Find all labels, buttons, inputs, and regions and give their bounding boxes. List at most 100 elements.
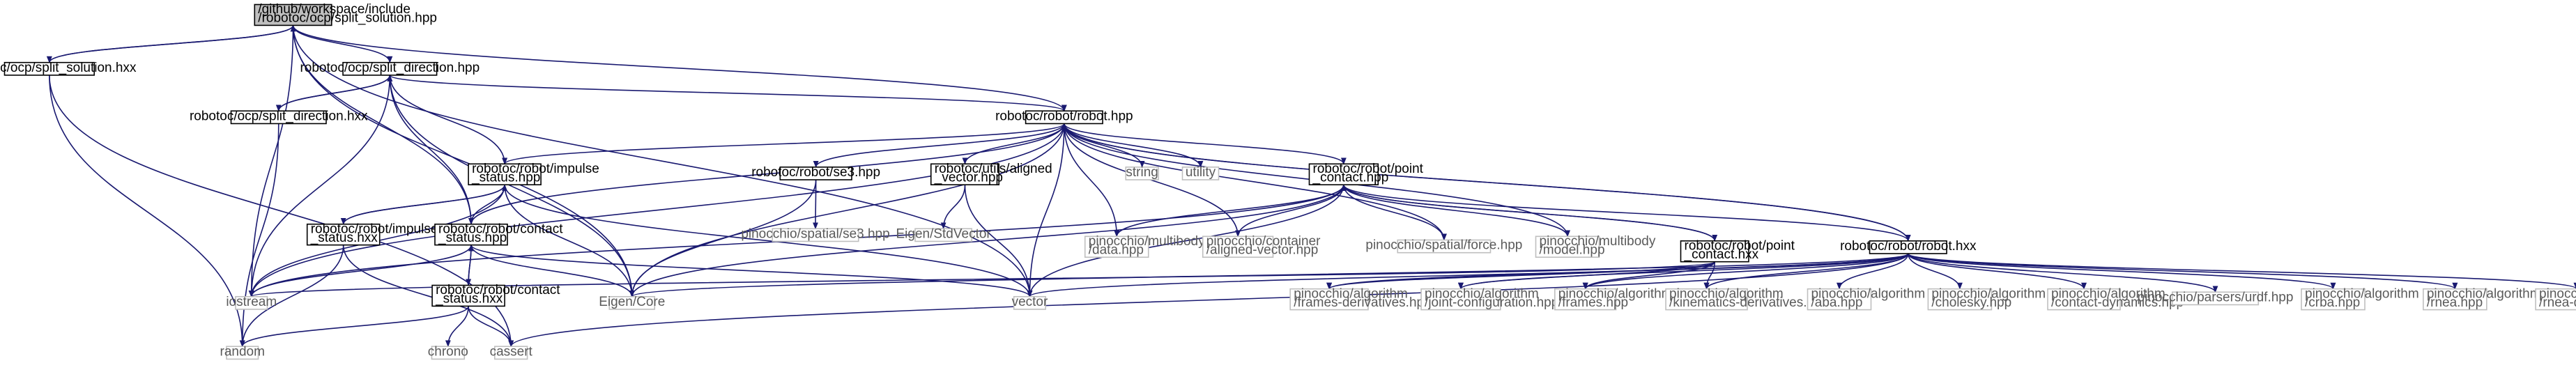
node-label-line: string: [1126, 165, 1158, 180]
edge-impulse-status-hxx-to-cassert: [342, 245, 514, 348]
node-rnea-derivatives: pinocchio/algorithm/rnea-derivatives.hpp: [2535, 286, 2576, 311]
edge-robot-hpp-to-contact-status-hpp: [468, 123, 1065, 225]
node-label-line: _vector.hpp: [934, 171, 1003, 185]
node-random: random: [220, 344, 265, 360]
node-impulse-status-hxx[interactable]: robotoc/robot/impulse_status.hxx: [306, 222, 438, 246]
node-label-line: _contact.hxx: [1684, 247, 1759, 262]
node-aligned-vector-hpp[interactable]: robotoc/utils/aligned_vector.hpp: [930, 162, 1052, 186]
node-box: [930, 163, 1000, 186]
node-contact-status-hpp[interactable]: robotoc/robot/contact_status.hpp: [434, 222, 563, 246]
node-box: [235, 295, 268, 310]
edge-robot-hxx-to-cassert: [508, 253, 1909, 348]
node-label-line: robotoc/robot/robot.hpp: [995, 109, 1133, 123]
node-string: string: [1125, 165, 1159, 180]
node-split-solution-hxx[interactable]: robotoc/ocp/split_solution.hxx: [0, 61, 137, 76]
node-label-line: robotoc/robot/contact: [436, 283, 560, 297]
edge-point-contact-hxx-to-frames-derivatives: [1326, 261, 1716, 290]
edge-point-contact-hpp-to-container-aligned: [1235, 185, 1344, 238]
node-impulse-status-hpp[interactable]: robotoc/robot/impulse_status.hpp: [468, 162, 599, 186]
node-contact-dynamics: pinocchio/algorithm/contact-dynamics.hpp: [2047, 286, 2184, 311]
node-label-line: pinocchio/spatial/force.hpp: [1365, 238, 1522, 253]
node-aba: pinocchio/algorithm/aba.hpp: [1807, 286, 1925, 311]
node-point-contact-hpp[interactable]: robotoc/robot/point_contact.hpp: [1308, 162, 1424, 186]
node-se3-hpp[interactable]: robotoc/robot/se3.hpp: [751, 165, 880, 180]
node-multibody-model: pinocchio/multibody/model.hpp: [1535, 234, 1656, 258]
node-box: [3, 61, 95, 76]
node-box: [914, 228, 973, 242]
edge-aligned-vector-hpp-to-eigen-stdvector: [940, 185, 966, 230]
node-spatial-force: pinocchio/spatial/force.hpp: [1365, 238, 1522, 254]
node-urdf: pinocchio/parsers/urdf.hpp: [2138, 290, 2293, 306]
node-box: [1397, 239, 1492, 254]
edge-robot-hxx-to-rnea: [1908, 253, 2458, 290]
edge-robot-hxx-to-frames: [1582, 253, 1909, 290]
node-label-line: random: [220, 344, 265, 359]
edge-root-to-iostream: [248, 25, 294, 297]
edge-point-contact-hpp-to-spatial-force: [1343, 185, 1447, 241]
node-box: [2423, 288, 2487, 311]
node-label-line: pinocchio/algorithm: [1294, 286, 1408, 301]
node-box: [1420, 288, 1501, 311]
edge-split-direction-hpp-to-eigen-core: [389, 75, 635, 297]
edge-root-to-contact-status-hpp: [292, 25, 474, 225]
node-label-line: _contact.hpp: [1312, 171, 1389, 185]
edge-split-direction-hpp-to-iostream: [248, 75, 391, 297]
node-label-line: robotoc/robot/point: [1685, 239, 1795, 254]
node-kinematics-derivatives: pinocchio/algorithm/kinematics-derivativ…: [1665, 286, 1829, 311]
node-multibody-data: pinocchio/multibody/data.hpp: [1084, 234, 1205, 258]
node-crba: pinocchio/algorithm/crba.hpp: [2301, 286, 2419, 311]
edge-point-contact-hxx-to-frames: [1582, 261, 1716, 290]
edge-split-direction-hpp-to-impulse-status-hpp: [389, 75, 508, 165]
node-box: [1308, 163, 1379, 186]
edge-split-direction-hxx-to-split-direction-hpp: [277, 74, 393, 111]
node-box: [431, 284, 505, 307]
node-label-line: /rnea-derivatives.hpp: [2539, 295, 2576, 310]
edge-robot-hxx-to-point-contact-hpp: [1341, 184, 1909, 242]
node-box: [1807, 288, 1872, 311]
edge-point-contact-hpp-to-multibody-data: [1114, 184, 1344, 238]
node-label-line: pinocchio/multibody: [1089, 234, 1205, 249]
node-contact-status-hxx[interactable]: robotoc/robot/contact_status.hxx: [431, 283, 560, 307]
edge-robot-hxx-to-rnea-derivatives: [1908, 253, 2576, 290]
edges-layer: [46, 24, 2576, 348]
node-label-line: cassert: [490, 344, 533, 359]
node-label-line: _status.hxx: [310, 231, 378, 245]
node-box: [468, 163, 542, 186]
node-frames: pinocchio/algorithm/frames.hpp: [1554, 286, 1673, 311]
node-label-line: robotoc/utils/aligned: [935, 162, 1052, 176]
edge-contact-status-hxx-to-contact-status-hpp: [468, 244, 474, 286]
edge-robot-hxx-to-urdf: [1908, 253, 2218, 293]
node-label-line: _status.hpp: [438, 231, 507, 245]
edge-robot-hxx-to-crba: [1908, 253, 2336, 290]
edge-root-to-split-direction-hpp: [292, 25, 393, 63]
edge-contact-status-hxx-to-chrono: [445, 306, 469, 348]
node-box: [230, 110, 327, 125]
node-robot-hxx[interactable]: robotoc/robot/robot.hxx: [1840, 239, 1977, 254]
node-label-line: /model.hpp: [1540, 243, 1605, 258]
edge-robot-hpp-to-multibody-data: [1064, 123, 1120, 238]
node-split-direction-hpp[interactable]: robotoc/ocp/split_direction.hpp: [300, 61, 480, 76]
node-box: [1289, 288, 1369, 311]
node-robot-hpp[interactable]: robotoc/robot/robot.hpp: [995, 109, 1133, 125]
node-label-line: pinocchio/spatial/se3.hpp: [741, 226, 889, 241]
node-se3-pin: pinocchio/spatial/se3.hpp: [741, 226, 890, 242]
edge-point-contact-hxx-to-point-contact-hpp: [1341, 184, 1716, 242]
edge-contact-status-hxx-to-random: [239, 306, 469, 348]
node-label-line: Eigen/Core: [599, 295, 665, 309]
edge-impulse-status-hpp-to-eigen-core: [504, 185, 635, 297]
edge-contact-status-hpp-to-vector: [470, 245, 1033, 297]
node-label-line: robotoc/robot/contact: [438, 222, 563, 236]
node-container-aligned: pinocchio/container/aligned-vector.hpp: [1202, 234, 1321, 258]
edge-robot-hpp-to-impulse-status-hpp: [502, 123, 1065, 165]
edge-robot-hpp-to-utility: [1064, 123, 1204, 168]
node-label-line: pinocchio/algorithm: [1425, 286, 1539, 301]
edge-point-contact-hpp-to-vector: [1027, 185, 1344, 297]
node-split-direction-hxx[interactable]: robotoc/ocp/split_direction.hxx: [190, 109, 368, 125]
node-root[interactable]: /github/workspace/include/robotoc/ocp/sp…: [254, 2, 437, 26]
node-label-line: pinocchio/algorithm: [2051, 286, 2165, 301]
node-point-contact-hxx[interactable]: robotoc/robot/point_contact.hxx: [1680, 239, 1795, 263]
node-label-line: /joint-configuration.hpp: [1425, 295, 1558, 310]
node-label-line: robotoc/ocp/split_direction.hpp: [300, 61, 480, 75]
node-label-line: /aligned-vector.hpp: [1206, 243, 1319, 258]
